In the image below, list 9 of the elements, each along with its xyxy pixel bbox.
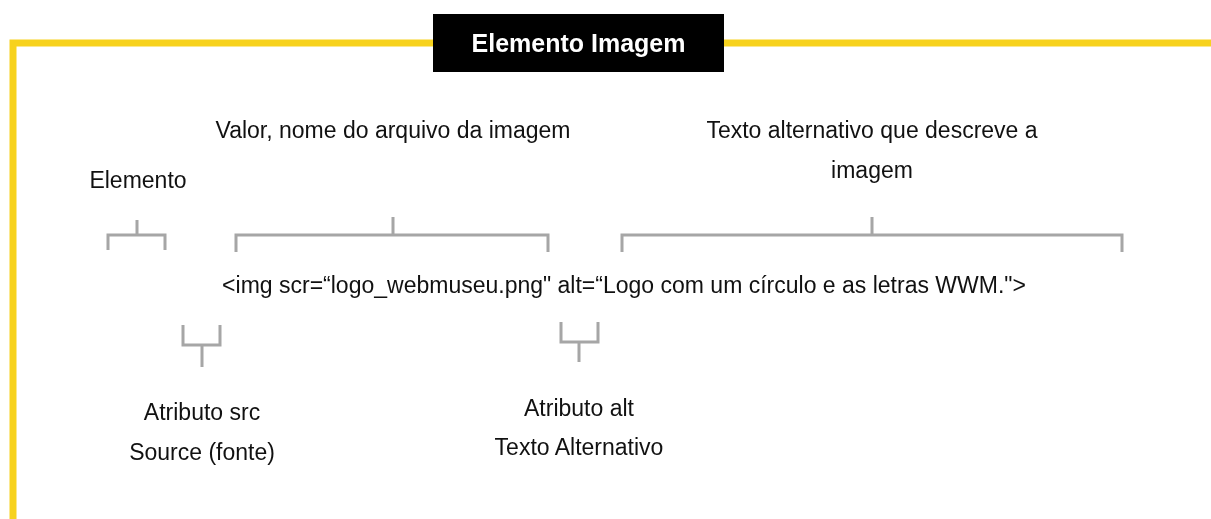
annotation-label: Elemento <box>89 166 187 195</box>
annotation-label: Atributo alt <box>524 394 634 423</box>
code-line: <img scr=“logo_webmuseu.png" alt=“Logo com um círculo e as letras WWM."> <box>222 271 1026 300</box>
title-banner: Elemento Imagem <box>433 14 724 72</box>
annotation-label: Atributo src <box>143 398 261 427</box>
annotation-label: Texto Alternativo <box>494 433 664 462</box>
annotation-label: Source (fonte) <box>129 438 275 467</box>
annotation-label: Texto alternativo que descreve a imagem <box>705 116 1039 185</box>
annotation-label: Valor, nome do arquivo da imagem <box>214 116 572 145</box>
